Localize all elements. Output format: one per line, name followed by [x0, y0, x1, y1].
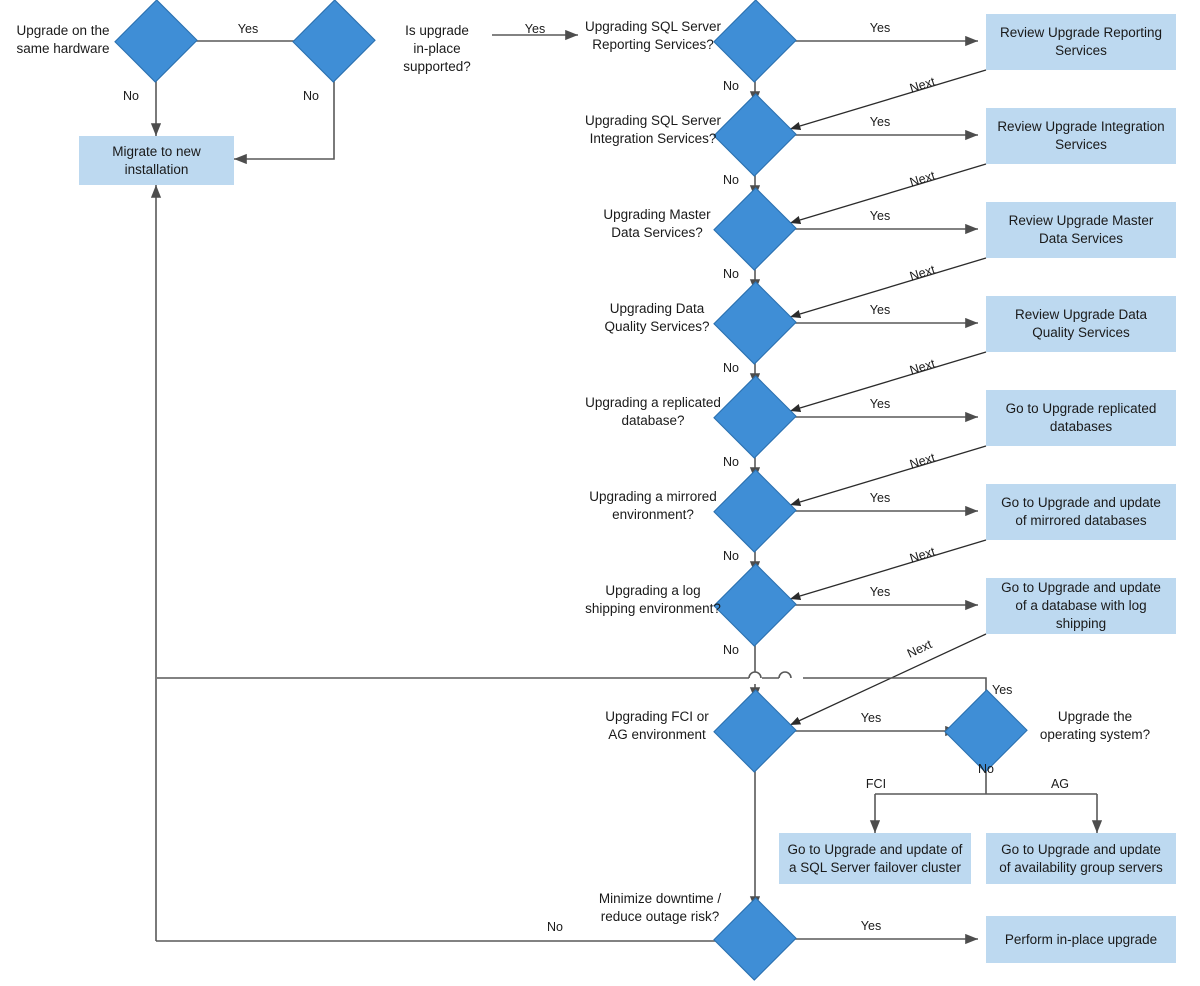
- diamond-shape: [713, 93, 797, 177]
- process-goto-ag[interactable]: Go to Upgrade and update of availability…: [986, 833, 1176, 884]
- process-goto-fci[interactable]: Go to Upgrade and update of a SQL Server…: [779, 833, 971, 884]
- edge-label-yes-minimize: Yes: [860, 919, 882, 933]
- edge-label-yes-os: Yes: [992, 683, 1013, 697]
- label-ssrs: Upgrading SQL Server Reporting Services?: [584, 19, 722, 53]
- diamond-shape: [713, 281, 797, 365]
- edge-label-no-os: No: [978, 762, 994, 776]
- decision-dqs[interactable]: [713, 281, 797, 365]
- process-inplace-upgrade[interactable]: Perform in-place upgrade: [986, 916, 1176, 963]
- edge-label-no-ssrs: No: [723, 79, 739, 93]
- diamond-shape: [713, 563, 797, 647]
- edge-label-no-minimize: No: [547, 920, 563, 934]
- diamond-shape: [713, 0, 797, 83]
- wire-hop-left: [748, 671, 762, 679]
- edge-label-next-dqs: Next: [908, 356, 937, 378]
- decision-ssis[interactable]: [713, 93, 797, 177]
- label-fci-ag: Upgrading FCI or AG environment: [605, 709, 709, 743]
- label-replicated: Upgrading a replicated database?: [585, 395, 721, 429]
- edge-os-yes-a: [803, 677, 987, 702]
- diamond-shape: [944, 689, 1028, 773]
- edge-label-no-mirrored: No: [723, 549, 739, 563]
- label-in-place-supported: Is upgrade in-place supported?: [403, 23, 471, 75]
- edge-label-fci: FCI: [865, 777, 887, 791]
- edge-label-yes-inplace: Yes: [524, 22, 546, 36]
- edge-label-no-samehw: No: [123, 89, 139, 103]
- wire-hop-right: [778, 671, 792, 679]
- edge-label-yes-ssis: Yes: [869, 115, 891, 129]
- decision-same-hardware[interactable]: [114, 0, 198, 83]
- edge-label-yes-ssrs: Yes: [869, 21, 891, 35]
- process-review-dqs[interactable]: Review Upgrade Data Quality Services: [986, 296, 1176, 352]
- edge-label-no-mds: No: [723, 267, 739, 281]
- edge-label-next-replicated: Next: [908, 450, 937, 472]
- edge-label-next-mirrored: Next: [908, 544, 937, 566]
- process-review-mds[interactable]: Review Upgrade Master Data Services: [986, 202, 1176, 258]
- diamond-shape: [713, 469, 797, 553]
- label-dqs: Upgrading Data Quality Services?: [604, 301, 710, 335]
- process-goto-replicated[interactable]: Go to Upgrade replicated databases: [986, 390, 1176, 446]
- decision-replicated[interactable]: [713, 375, 797, 459]
- label-same-hardware: Upgrade on the same hardware: [16, 23, 110, 57]
- process-migrate[interactable]: Migrate to new installation: [79, 136, 234, 185]
- edge-label-yes-replicated: Yes: [869, 397, 891, 411]
- process-review-ssis[interactable]: Review Upgrade Integration Services: [986, 108, 1176, 164]
- edge-label-no-inplace: No: [303, 89, 319, 103]
- decision-upgrade-os[interactable]: [944, 689, 1028, 773]
- decision-mds[interactable]: [713, 187, 797, 271]
- edge-label-yes-mds: Yes: [869, 209, 891, 223]
- decision-mirrored[interactable]: [713, 469, 797, 553]
- edge-label-yes-dqs: Yes: [869, 303, 891, 317]
- label-upgrade-os: Upgrade the operating system?: [1039, 709, 1151, 743]
- decision-fci-ag[interactable]: [713, 689, 797, 773]
- process-goto-mirrored[interactable]: Go to Upgrade and update of mirrored dat…: [986, 484, 1176, 540]
- decision-ssrs[interactable]: [713, 0, 797, 83]
- edge-label-yes-fciag: Yes: [860, 711, 882, 725]
- edge-label-yes-logshipping: Yes: [869, 585, 891, 599]
- diamond-shape: [713, 375, 797, 459]
- diamond-shape: [713, 689, 797, 773]
- label-mds: Upgrading Master Data Services?: [603, 207, 711, 241]
- diamond-shape: [713, 187, 797, 271]
- edge-label-no-ssis: No: [723, 173, 739, 187]
- process-review-ssrs[interactable]: Review Upgrade Reporting Services: [986, 14, 1176, 70]
- edge-label-next-ssrs: Next: [908, 74, 937, 96]
- edge-label-next-logshipping: Next: [905, 637, 935, 661]
- label-mirrored: Upgrading a mirrored environment?: [589, 489, 717, 523]
- diamond-shape: [114, 0, 198, 83]
- label-ssis: Upgrading SQL Server Integration Service…: [584, 113, 722, 147]
- edge-label-next-mds: Next: [908, 262, 937, 284]
- decision-in-place-supported[interactable]: [292, 0, 376, 83]
- edge-label-yes-mirrored: Yes: [869, 491, 891, 505]
- decision-minimize-downtime[interactable]: [713, 897, 797, 981]
- edge-label-no-logshipping: No: [723, 643, 739, 657]
- diamond-shape: [292, 0, 376, 83]
- label-logshipping: Upgrading a log shipping environment?: [585, 583, 721, 617]
- label-minimize-downtime: Minimize downtime / reduce outage risk?: [598, 891, 722, 925]
- decision-logshipping[interactable]: [713, 563, 797, 647]
- edge-label-next-ssis: Next: [908, 168, 937, 190]
- edge-label-ag: AG: [1050, 777, 1070, 791]
- edge-inplace-no: [234, 70, 335, 165]
- edge-label-no-replicated: No: [723, 455, 739, 469]
- edge-label-yes-samehw: Yes: [237, 22, 259, 36]
- process-goto-logshipping[interactable]: Go to Upgrade and update of a database w…: [986, 578, 1176, 634]
- edge-label-no-dqs: No: [723, 361, 739, 375]
